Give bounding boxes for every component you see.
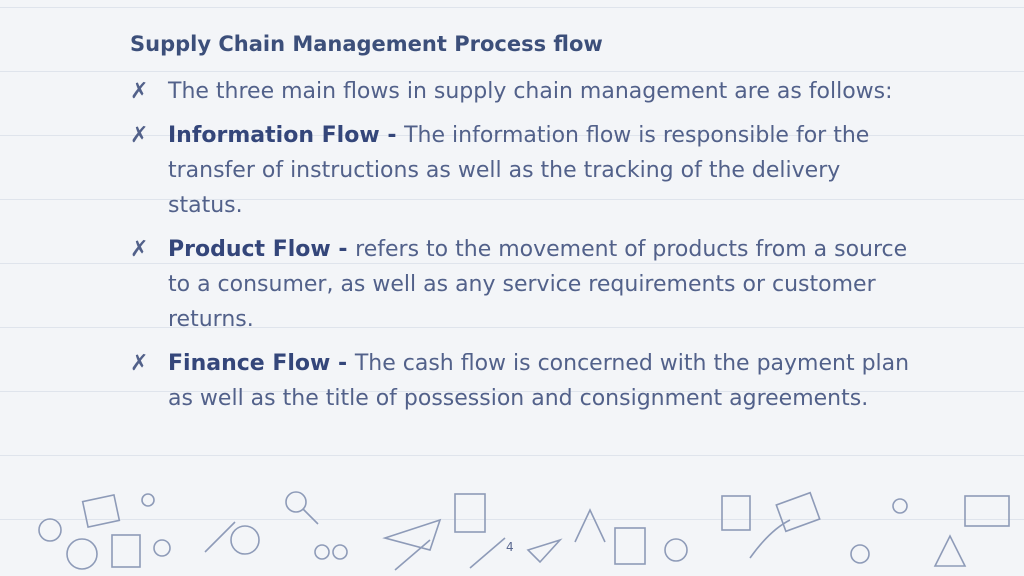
school-doodles-decoration [38, 491, 1010, 571]
notepad-icon [81, 494, 121, 528]
feather-icon [749, 519, 791, 559]
bullet-lead: Product Flow - [168, 237, 356, 262]
cross-mark-icon: ✗ [130, 123, 149, 148]
book-icon [775, 491, 821, 533]
bullet-body: The information flow is responsible for … [168, 123, 870, 218]
basketball-icon [66, 538, 98, 570]
dna-icon [892, 498, 908, 514]
bullet-item-information-flow: ✗ Information Flow - The information flo… [130, 118, 910, 223]
scissors-icon [141, 493, 155, 507]
paper-plane-icon [526, 538, 563, 564]
magnifier-handle-icon [302, 508, 319, 525]
bullet-item-intro: ✗ The three main flows in supply chain m… [130, 74, 910, 109]
compass-icon [574, 508, 606, 543]
magnifier-icon [285, 491, 307, 513]
cross-mark-icon: ✗ [130, 351, 149, 376]
globe-icon [230, 525, 260, 555]
planet-icon [664, 538, 688, 562]
bullet-text: Information Flow - The information flow … [168, 118, 910, 223]
cross-mark-icon: ✗ [130, 79, 149, 104]
bullet-lead: Information Flow - [168, 123, 405, 148]
glasses-left-icon [314, 544, 330, 560]
bullet-body: The cash flow is concerned with the paym… [168, 351, 910, 411]
bullet-lead: Finance Flow - [168, 351, 355, 376]
bullet-item-product-flow: ✗ Product Flow - refers to the movement … [130, 232, 910, 337]
bullet-body: refers to the movement of products from … [168, 237, 908, 332]
bullet-body: The three main flows in supply chain man… [168, 79, 893, 104]
open-book-icon [964, 495, 1010, 527]
ruler-icon [469, 537, 506, 569]
pencil-icon [204, 521, 236, 553]
bullet-text: Product Flow - refers to the movement of… [168, 232, 910, 337]
cross-mark-icon: ✗ [130, 237, 149, 262]
flask-icon [933, 534, 967, 567]
calculator-icon-right [721, 495, 751, 531]
calculator-icon [111, 534, 141, 568]
triangle-ruler-icon [382, 518, 442, 551]
bullet-text: Finance Flow - The cash flow is concerne… [168, 346, 910, 416]
clipboard-icon [614, 527, 646, 565]
paintbrush-icon [394, 539, 431, 571]
bullet-item-finance-flow: ✗ Finance Flow - The cash flow is concer… [130, 346, 910, 416]
slide-title: Supply Chain Management Process flow [130, 32, 603, 56]
bullet-list: ✗ The three main flows in supply chain m… [130, 74, 910, 425]
bullet-text: The three main flows in supply chain man… [168, 74, 910, 109]
apple-icon [153, 539, 171, 557]
glasses-right-icon [332, 544, 348, 560]
notebook-icon [454, 493, 486, 533]
page-number: 4 [506, 540, 514, 554]
lightbulb-icon [38, 518, 62, 542]
atom-icon [850, 544, 870, 564]
